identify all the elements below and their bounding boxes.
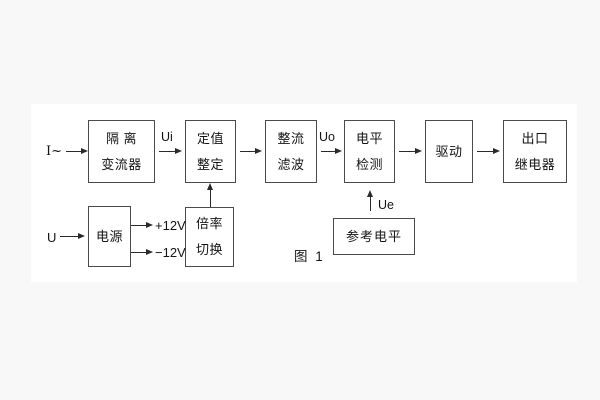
arrow-setting-to-rectify [240,147,262,154]
block-power-line1: 电源 [95,228,123,244]
block-level-detect: 电平 检测 [344,120,395,183]
block-level-detect-line1: 电平 [355,130,383,146]
block-setting-line1: 定值 [196,130,224,146]
block-drive-line1: 驱动 [435,143,463,159]
block-setting-adjust: 定值 整定 [185,120,236,183]
signal-label-uo: Uo [319,130,335,144]
block-power-supply: 电源 [88,206,131,267]
block-level-detect-line2: 检测 [355,156,383,172]
signal-label-plus-12v: +12V [155,218,186,233]
input-voltage-label: U [47,230,57,245]
arrow-ui [159,147,182,154]
arrow-ue [366,190,373,211]
block-output-relay: 出口 继电器 [503,120,567,183]
block-isolation-line1: 隔 离 [105,130,138,146]
block-rectify-line2: 滤波 [277,156,305,172]
block-ratio-switch-line1: 倍率 [195,216,223,231]
block-rectify-line1: 整流 [277,130,305,146]
block-rectify-filter: 整流 滤波 [265,120,317,183]
figure-caption: 图 1 [294,249,325,264]
arrow-uo [321,147,342,154]
signal-label-ue: Ue [378,198,394,212]
arrow-drive-to-relay [477,147,500,154]
signal-label-ui: Ui [161,130,173,144]
arrow-input-voltage [60,232,85,239]
block-drive: 驱动 [425,120,473,183]
block-output-relay-line1: 出口 [521,130,549,146]
input-current-label: I~ [46,144,63,159]
block-ratio-switch-line2: 切换 [195,242,223,257]
block-output-relay-line2: 继电器 [514,156,556,172]
block-isolation-transformer: 隔 离 变流器 [88,120,155,183]
arrow-detect-to-drive [399,147,422,154]
block-setting-line2: 整定 [196,156,224,172]
arrow-input-current [66,147,88,154]
block-isolation-line2: 变流器 [101,156,142,172]
arrow-plus-12v [131,221,153,228]
block-reference-level-line1: 参考电平 [345,228,402,244]
signal-label-minus-12v: −12V [155,245,186,260]
arrow-ratio-to-setting [206,183,213,207]
arrow-minus-12v [131,248,153,255]
block-ratio-switch: 倍率 切换 [185,207,234,267]
block-reference-level: 参考电平 [333,218,415,255]
